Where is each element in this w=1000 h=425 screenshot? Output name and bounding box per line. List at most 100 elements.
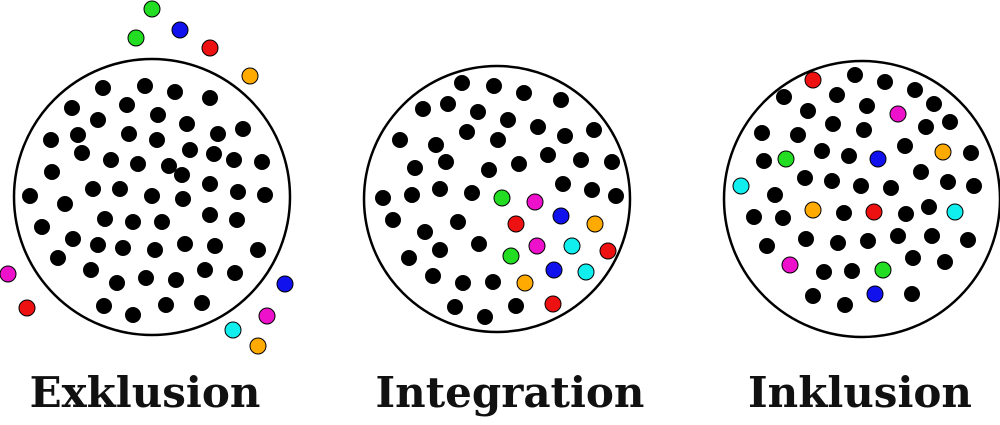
black-dot	[963, 145, 979, 161]
black-dot	[83, 262, 99, 278]
black-dot	[508, 298, 524, 314]
black-dot	[174, 167, 190, 183]
black-dot	[95, 80, 111, 96]
cyan-dot	[577, 263, 595, 281]
magenta-dot	[0, 265, 17, 283]
integration-panel	[362, 64, 632, 334]
black-dot	[540, 147, 556, 163]
black-dot	[454, 75, 470, 91]
black-dot	[830, 235, 846, 251]
black-dot	[103, 152, 119, 168]
black-dot	[64, 100, 80, 116]
black-dot	[130, 156, 146, 172]
inclusion-circle	[722, 59, 1000, 339]
red-dot	[18, 299, 36, 317]
cyan-dot	[563, 237, 581, 255]
black-dot	[800, 103, 816, 119]
black-dot	[210, 126, 226, 142]
blue-dot	[276, 275, 294, 293]
orange-dot	[934, 143, 952, 161]
black-dot	[144, 188, 160, 204]
black-dot	[511, 156, 527, 172]
cyan-dot	[732, 177, 750, 195]
black-dot	[816, 264, 832, 280]
black-dot	[775, 210, 791, 226]
blue-dot	[545, 261, 563, 279]
black-dot	[137, 78, 153, 94]
black-dot	[226, 152, 242, 168]
black-dot	[966, 178, 982, 194]
black-dot	[877, 74, 893, 90]
red-dot	[507, 215, 525, 233]
black-dot	[608, 188, 624, 204]
blue-dot	[869, 150, 887, 168]
black-dot	[942, 114, 958, 130]
magenta-dot	[528, 237, 546, 255]
black-dot	[404, 187, 420, 203]
black-dot	[415, 101, 431, 117]
black-dot	[464, 185, 480, 201]
blue-dot	[866, 285, 884, 303]
black-dot	[112, 181, 128, 197]
black-dot	[385, 212, 401, 228]
black-dot	[470, 104, 486, 120]
red-dot	[201, 39, 219, 57]
black-dot	[904, 286, 920, 302]
black-dot	[401, 250, 417, 266]
orange-dot	[516, 274, 534, 292]
blue-dot	[552, 207, 570, 225]
black-dot	[853, 178, 869, 194]
black-dot	[34, 219, 50, 235]
black-dot	[96, 298, 112, 314]
black-dot	[57, 196, 73, 212]
black-dot	[477, 309, 493, 325]
black-dot	[481, 162, 497, 178]
black-dot	[921, 199, 937, 215]
black-dot	[70, 127, 86, 143]
green-dot	[143, 0, 161, 18]
cyan-dot	[946, 203, 964, 221]
black-dot	[890, 228, 906, 244]
black-dot	[450, 214, 466, 230]
cyan-dot	[224, 321, 242, 339]
magenta-dot	[781, 256, 799, 274]
black-dot	[230, 184, 246, 200]
black-dot	[206, 146, 222, 162]
green-dot	[502, 247, 520, 265]
magenta-dot	[258, 307, 276, 325]
orange-dot	[804, 201, 822, 219]
integration-circle	[362, 64, 632, 334]
black-dot	[375, 190, 391, 206]
black-dot	[22, 188, 38, 204]
caption-integration: Integration	[375, 368, 645, 417]
black-dot	[500, 112, 516, 128]
red-dot	[544, 295, 562, 313]
black-dot	[147, 242, 163, 258]
black-dot	[440, 96, 456, 112]
black-dot	[841, 148, 857, 164]
black-dot	[179, 116, 195, 132]
black-dot	[555, 176, 571, 192]
black-dot	[432, 242, 448, 258]
inclusion-panel	[722, 59, 1000, 339]
black-dot	[227, 265, 243, 281]
black-dot	[121, 126, 137, 142]
black-dot	[814, 143, 830, 159]
red-dot	[865, 203, 883, 221]
black-dot	[175, 191, 191, 207]
red-dot	[804, 71, 822, 89]
black-dot	[125, 214, 141, 230]
black-dot	[553, 92, 569, 108]
black-dot	[90, 237, 106, 253]
black-dot	[471, 236, 487, 252]
black-dot	[65, 231, 81, 247]
black-dot	[516, 85, 532, 101]
black-dot	[138, 270, 154, 286]
black-dot	[898, 206, 914, 222]
black-dot	[202, 90, 218, 106]
black-dot	[856, 122, 872, 138]
black-dot	[438, 154, 454, 170]
black-dot	[194, 295, 210, 311]
orange-dot	[249, 337, 267, 355]
